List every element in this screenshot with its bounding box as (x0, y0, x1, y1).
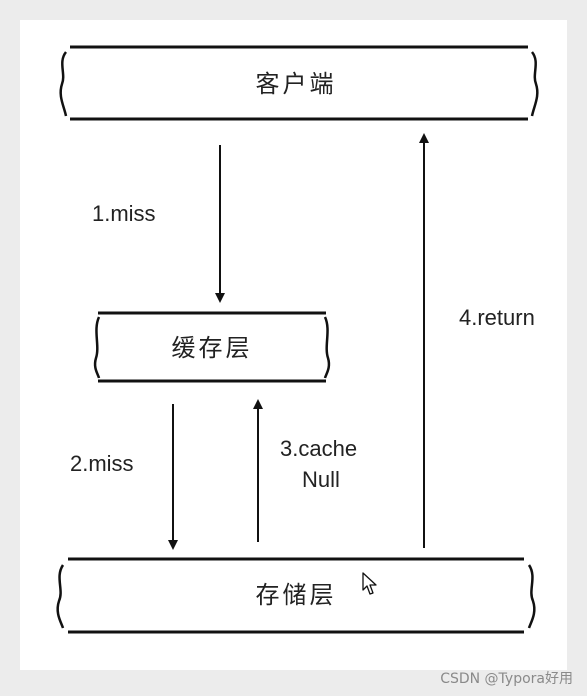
diagram-canvas (20, 20, 567, 670)
edge-label-return: 4.return (459, 305, 535, 330)
edge-label-miss1: 1.miss (92, 201, 156, 226)
cache-node: 缓存层 (93, 311, 331, 383)
storage-label: 存储层 (256, 581, 337, 609)
mouse-pointer-icon (362, 572, 377, 595)
storage-node: 存储层 (56, 557, 536, 634)
edge-label-cache-null-line2: Null (302, 467, 340, 492)
client-node: 客户端 (59, 45, 539, 121)
client-label: 客户端 (256, 70, 337, 98)
cache-label: 缓存层 (172, 334, 253, 362)
watermark-text: CSDN @Typora好用 (440, 671, 573, 687)
edge-label-cache-null-line1: 3.cache (280, 436, 357, 461)
edge-label-miss2: 2.miss (70, 451, 134, 476)
